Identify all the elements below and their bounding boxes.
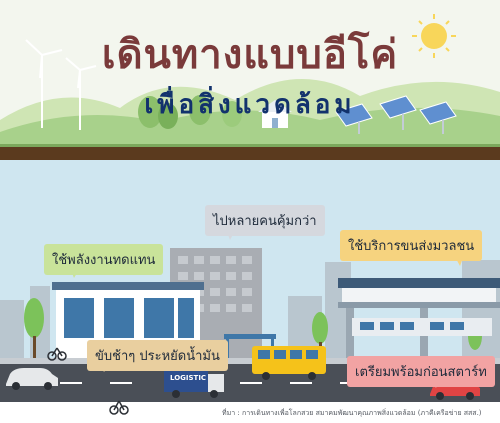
wind-turbine-icon [65, 57, 97, 130]
grass-edge [0, 144, 500, 147]
white-car [6, 368, 58, 390]
school-bus [252, 346, 326, 380]
label-prepare-before-start: เตรียมพร้อมก่อนสตาร์ท [347, 356, 495, 387]
label-drive-slow: ขับช้าๆ ประหยัดน้ำมัน [87, 340, 228, 371]
house-icon [258, 100, 292, 128]
label-alternative-energy: ใช้พลังงานทดแทน [44, 244, 164, 275]
title-line-2: เพื่อสิ่งแวดล้อม [144, 90, 356, 120]
label-carpool: ไปหลายคนคุ้มกว่า [205, 205, 325, 236]
cyclist-icon [47, 347, 67, 361]
bottom-margin [0, 402, 500, 423]
near-hills [0, 107, 500, 150]
skytrain-station [338, 278, 500, 360]
truck-logo-text: LOGISTIC [170, 374, 207, 382]
cyclist-icon [109, 400, 129, 415]
sun-icon [412, 14, 456, 58]
source-credit: ที่มา : การเดินทางเพื่อโลกสวย สมาคมพัฒนา… [222, 409, 482, 417]
title-line-1: เดินทางแบบอีโค่ [101, 32, 399, 78]
wind-turbine-icon [25, 39, 63, 128]
solar-panel-icon [335, 95, 457, 134]
sidewalk [0, 358, 500, 364]
soil-band [0, 146, 500, 160]
logistics-truck [164, 368, 224, 398]
label-public-transit: ใช้บริการขนส่งมวลชน [340, 230, 483, 261]
hill-trees [138, 95, 242, 129]
